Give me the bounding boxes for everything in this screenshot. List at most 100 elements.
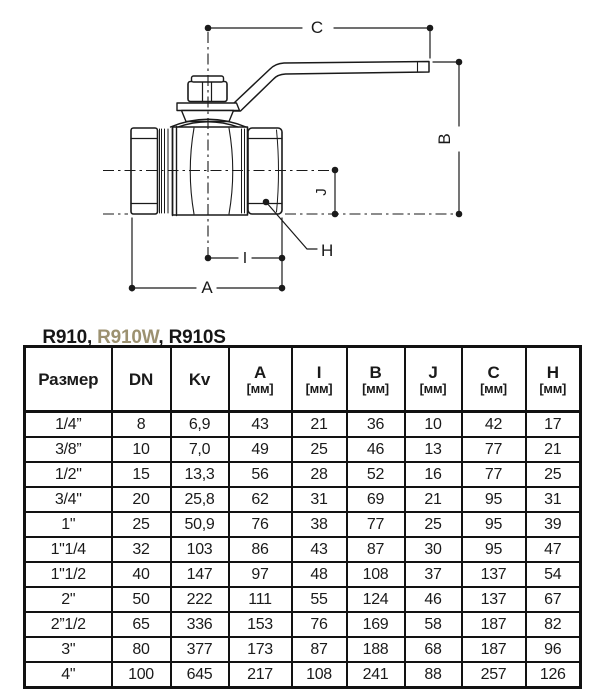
column-header-3: A[мм] — [227, 345, 293, 413]
table-cell: 77 — [345, 511, 406, 538]
table-cell: 1"1/2 — [23, 561, 113, 588]
table-cell: 58 — [403, 611, 463, 638]
column-header-label: J — [428, 362, 438, 382]
table-cell: 188 — [345, 636, 406, 663]
table-cell: 4" — [23, 661, 113, 689]
table-cell: 96 — [524, 636, 582, 663]
table-cell: 126 — [524, 661, 582, 689]
table-cell: 68 — [403, 636, 463, 663]
table-cell: 16 — [403, 461, 463, 488]
column-header-label: Размер — [38, 369, 99, 389]
table-cell: 76 — [227, 511, 293, 538]
table-cell: 47 — [524, 536, 582, 563]
table-cell: 52 — [345, 461, 406, 488]
table-cell: 173 — [227, 636, 293, 663]
table-cell: 13 — [403, 436, 463, 463]
table-cell: 17 — [524, 410, 582, 438]
column-header-6: J[мм] — [403, 345, 463, 413]
table-cell: 46 — [345, 436, 406, 463]
column-header-8: H[мм] — [524, 345, 582, 413]
table-cell: 46 — [403, 586, 463, 613]
column-header-label: Kv — [188, 369, 211, 389]
table-cell: 147 — [169, 561, 230, 588]
table-cell: 3/4" — [23, 486, 113, 513]
table-cell: 43 — [290, 536, 348, 563]
dim-label-c: C — [311, 18, 323, 37]
valve-body — [130, 60, 430, 217]
table-cell: 87 — [345, 536, 406, 563]
column-header-label: DN — [128, 369, 154, 389]
table-cell: 32 — [110, 536, 172, 563]
table-cell: 76 — [290, 611, 348, 638]
table-cell: 8 — [110, 410, 172, 438]
column-header-1: DN — [110, 345, 172, 413]
table-cell: 56 — [227, 461, 293, 488]
table-cell: 7,0 — [169, 436, 230, 463]
product-code-r910w: R910W — [97, 327, 159, 348]
dim-label-i: I — [243, 250, 247, 267]
table-cell: 153 — [227, 611, 293, 638]
table-cell: 137 — [460, 561, 527, 588]
table-cell: 43 — [227, 410, 293, 438]
column-header-unit: [мм] — [305, 380, 333, 396]
spec-table: Размер DN Kv A[мм]I[мм]B[мм]J[мм] C [мм] H[мм]… — [23, 345, 582, 689]
table-cell: 86 — [227, 536, 293, 563]
dimension-dots — [128, 24, 463, 292]
table-cell: 169 — [345, 611, 406, 638]
extension-lines — [131, 217, 283, 292]
table-cell: 108 — [345, 561, 406, 588]
table-cell: 54 — [524, 561, 582, 588]
valve-handle — [225, 60, 430, 112]
table-cell: 217 — [227, 661, 293, 689]
table-cell: 97 — [227, 561, 293, 588]
table-cell: 25,8 — [169, 486, 230, 513]
ball-valve-drawing: C B J I A H — [103, 18, 463, 297]
dimension-labels: C B J I A H — [201, 18, 454, 297]
table-cell: 25 — [290, 436, 348, 463]
table-cell: 103 — [169, 536, 230, 563]
table-cell: 137 — [460, 586, 527, 613]
table-cell: 25 — [110, 511, 172, 538]
table-cell: 69 — [345, 486, 406, 513]
column-header-4: I[мм] — [290, 345, 348, 413]
table-cell: 21 — [403, 486, 463, 513]
table-cell: 88 — [403, 661, 463, 689]
table-cell: 25 — [403, 511, 463, 538]
table-cell: 48 — [290, 561, 348, 588]
dim-label-b: B — [435, 133, 454, 144]
table-cell: 21 — [290, 410, 348, 438]
table-cell: 15 — [110, 461, 172, 488]
left-thread-lines — [159, 128, 169, 214]
table-cell: 377 — [169, 636, 230, 663]
table-cell: 28 — [290, 461, 348, 488]
table-cell: 77 — [460, 436, 527, 463]
table-cell: 13,3 — [169, 461, 230, 488]
dim-line-c — [207, 27, 431, 59]
table-cell: 38 — [290, 511, 348, 538]
table-cell: 6,9 — [169, 410, 230, 438]
table-cell: 62 — [227, 486, 293, 513]
column-header-label: A — [253, 362, 267, 382]
header-row: Размер DN Kv A[мм]I[мм]B[мм]J[мм] C [мм] H[мм] — [23, 345, 582, 413]
table-cell: 65 — [110, 611, 172, 638]
dim-label-a: A — [201, 278, 213, 296]
table-cell: 1" — [23, 511, 113, 538]
column-header-label: I — [316, 362, 322, 382]
centerlines — [103, 32, 456, 262]
table-cell: 1/4” — [23, 410, 113, 438]
spec-table-header: Размер DN Kv A[мм]I[мм]B[мм]J[мм] C [мм] H[мм] — [23, 345, 582, 413]
column-header-5: B[мм] — [345, 345, 406, 413]
table-cell: 3/8” — [23, 436, 113, 463]
table-cell: 1/2" — [23, 461, 113, 488]
dim-label-h: H — [321, 241, 333, 260]
product-title: R910, R910W, R910S — [22, 305, 226, 371]
table-cell: 257 — [460, 661, 527, 689]
table-cell: 36 — [345, 410, 406, 438]
column-header-label: C — [487, 362, 500, 382]
table-cell: 50,9 — [169, 511, 230, 538]
